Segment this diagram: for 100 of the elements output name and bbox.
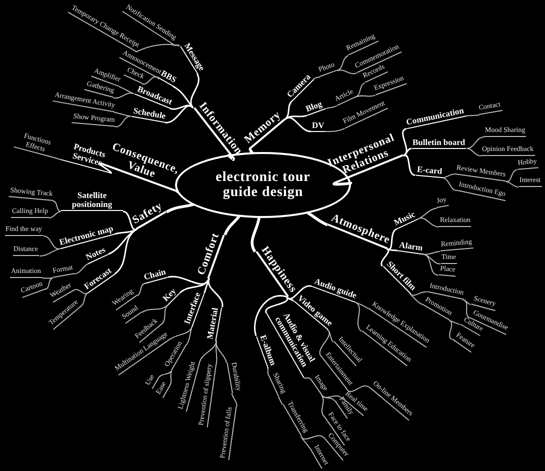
branch-line [158,370,172,378]
branch-line [44,277,54,290]
branch-line [176,190,178,194]
branch-line [203,278,210,294]
branch-line [418,207,438,220]
branch-line [224,214,241,236]
branch-line [170,370,172,386]
branch-line [141,76,158,85]
branch-line [380,248,390,266]
sub-branch-label: DV [311,120,326,132]
branch-line [52,200,62,212]
branch-line [284,116,312,132]
sub-branch-label: Key [160,285,180,306]
branch-line [422,250,440,255]
branch-line [386,228,397,250]
branch-line [54,157,61,160]
sub-branch-label: Audio guide [311,276,359,302]
branch-line [98,163,112,174]
branch-line [386,248,398,252]
sub-branch-label: Material [205,306,222,341]
branch-line [278,396,283,405]
branch-line [179,278,210,294]
branch-line [265,296,288,314]
branch-line [156,76,160,80]
branch-line [216,340,227,364]
branch-line [215,340,218,364]
sub-branch-label: Bulletin board [412,138,466,149]
branch-line [409,293,422,305]
branch-line [172,86,194,108]
branch-line [250,216,261,252]
branch-line [114,228,138,275]
branch-line [170,326,193,340]
branch-line [462,299,470,319]
branch-line [112,92,134,99]
branch-line [48,211,62,218]
sub-branch-label: Chain [142,266,168,284]
branch-line [466,136,484,149]
sub-branch-label: Blog [303,98,324,116]
branch-line [506,169,518,182]
branch-line [166,203,194,214]
branch-line [465,114,480,117]
branch-line [319,328,330,358]
branch-line [324,105,338,110]
branch-line [122,210,138,230]
branch-line [402,128,408,156]
branch-line [80,292,88,306]
branch-line [441,177,457,192]
branch-line [441,174,456,178]
branch-line [42,277,54,279]
branch-line [346,385,370,392]
branch-line [336,70,358,74]
branch-line [254,295,287,336]
branch-line [448,320,452,340]
branch-line [39,248,60,256]
branch-line [284,100,292,120]
sub-branch-label: Satellite positioning [61,190,123,212]
branch-line [142,304,168,313]
branch-line [403,154,416,176]
branch-line [409,291,428,296]
sub-branch-label: Notes [84,244,109,264]
branch-line [321,394,324,417]
branch-line [302,376,311,380]
branch-line [321,394,342,398]
branch-line [418,218,440,228]
branch-line [355,82,366,98]
branch-line [248,148,254,154]
branch-line [190,74,200,108]
branch-line [422,254,439,276]
branch-line [313,76,321,80]
branch-line [43,236,60,250]
branch-line [186,326,193,345]
branch-line [284,114,308,120]
branch-line [466,148,482,156]
branch-line [114,228,138,235]
branch-line [135,44,180,53]
branch-line [355,94,376,98]
branch-line [448,320,460,326]
branch-line [267,367,269,376]
sub-branch-label: Music [392,208,418,230]
branch-line [228,154,234,160]
sub-branch-label: Schedule [130,106,167,123]
branch-line [198,340,217,364]
branch-line [74,263,89,275]
branch-line [208,278,224,308]
branch-line [300,436,310,449]
branch-line [286,296,294,302]
branch-line [118,86,134,94]
branch-line [114,116,132,128]
branch-line [506,181,519,188]
branch-line [402,148,412,156]
branch-line [354,302,362,332]
branch-line [324,128,346,132]
branch-line [74,289,88,294]
branch-line [300,435,324,440]
branch-line [160,304,168,325]
branch-line [137,282,146,296]
sub-branch-label: Alarm [397,240,424,255]
branch-line [336,55,349,72]
branch-line [306,211,328,226]
branch-line [114,112,132,117]
